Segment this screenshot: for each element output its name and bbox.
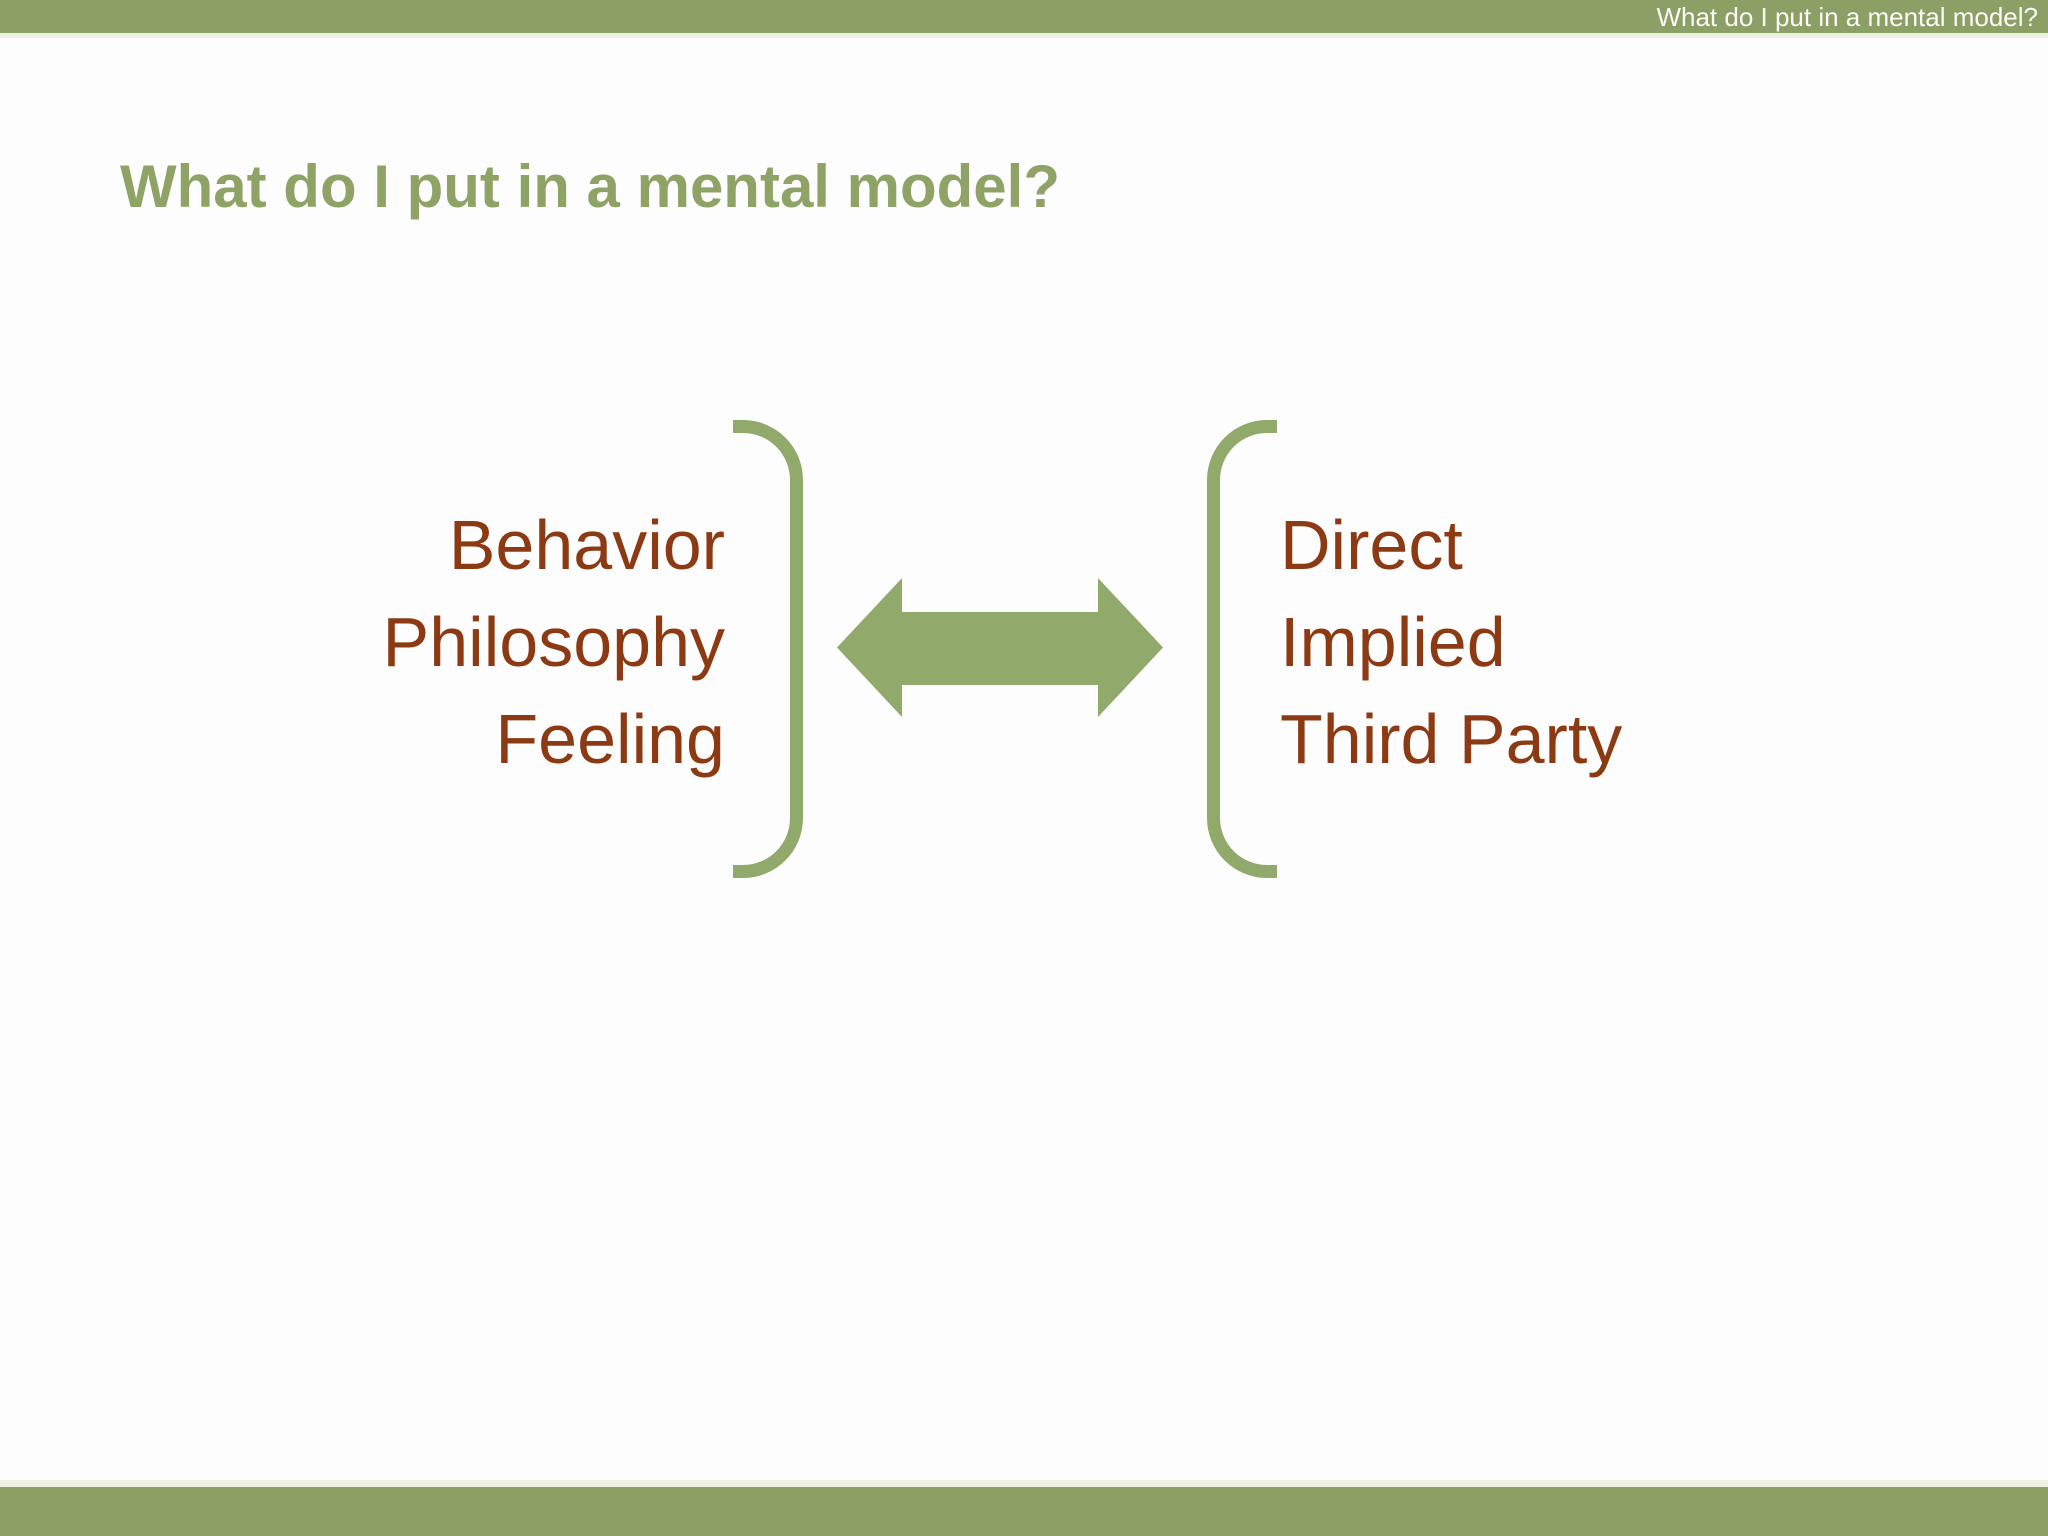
double-arrow-icon [837, 578, 1163, 717]
right-term-list: Direct Implied Third Party [1280, 497, 1622, 788]
list-item: Behavior [448, 506, 725, 584]
right-square-bracket-icon [733, 420, 803, 878]
page-title: What do I put in a mental model? [120, 153, 1060, 220]
top-bar-accent-strip [0, 33, 2048, 38]
list-item: Direct [1280, 506, 1463, 584]
left-term-list: Behavior Philosophy Feeling [0, 497, 725, 788]
top-bar-title: What do I put in a mental model? [1656, 1, 2038, 32]
list-item: Philosophy [382, 603, 725, 681]
list-item: Third Party [1280, 700, 1623, 778]
list-item: Implied [1280, 603, 1506, 681]
top-bar: What do I put in a mental model? [0, 0, 2048, 33]
list-item: Feeling [495, 700, 725, 778]
left-square-bracket-icon [1207, 420, 1277, 878]
bottom-bar [0, 1487, 2048, 1536]
bottom-bar-accent-strip [0, 1480, 2048, 1487]
